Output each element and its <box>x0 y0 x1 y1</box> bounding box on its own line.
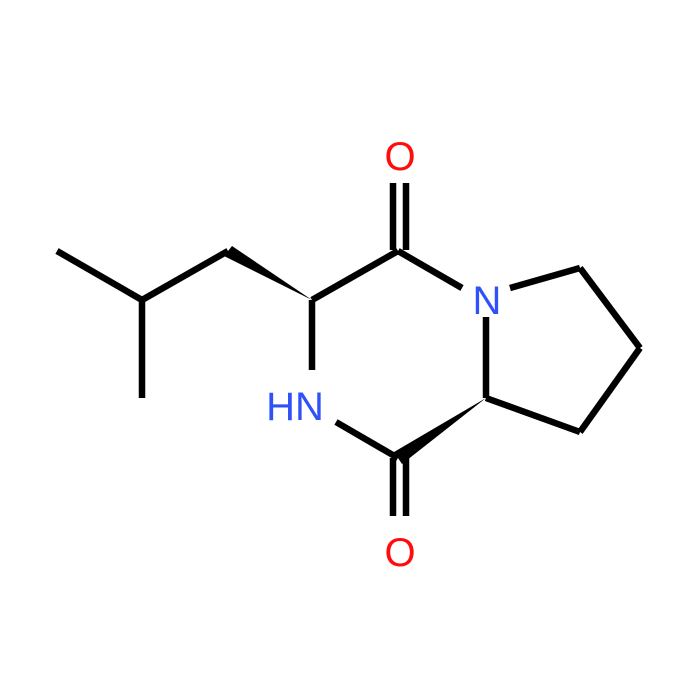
wedge-bond-top <box>224 246 312 300</box>
bond-nh-c1 <box>334 419 400 461</box>
bond-c3-c4 <box>310 248 400 303</box>
atom-label-nh: HN <box>266 385 324 429</box>
bond-n-c5 <box>509 264 581 292</box>
bond-c5-c6 <box>577 266 643 350</box>
bond-c4-n <box>396 248 464 291</box>
bond-methyl-left <box>55 248 144 303</box>
wedge-bond-bottom <box>394 398 486 464</box>
bond-c7-c8a <box>484 394 582 436</box>
atom-label-nitrogen: N <box>473 279 502 323</box>
atom-label-oxygen-top: O <box>384 135 415 179</box>
bond-isobutyl-ch <box>140 248 230 303</box>
atom-label-oxygen-bottom: O <box>384 531 415 575</box>
bond-c6-c7 <box>577 346 643 434</box>
